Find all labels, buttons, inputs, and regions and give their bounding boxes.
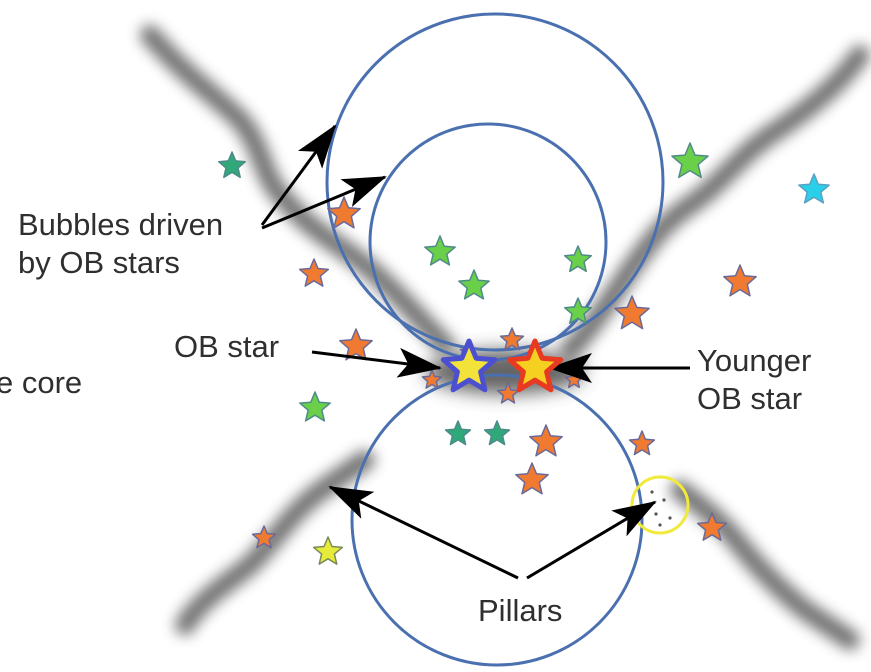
- orange-star: [529, 424, 563, 457]
- filament-bottom-left: [175, 450, 375, 635]
- arrow-pillar-right: [526, 500, 657, 580]
- central-stars: [440, 338, 564, 393]
- green-star: [671, 142, 709, 179]
- green-star: [563, 245, 593, 273]
- bubbles-label-line1: Bubbles driven: [18, 207, 224, 242]
- ob-star: [440, 338, 498, 393]
- arrow-pillar-left: [328, 485, 519, 580]
- cyan-star: [798, 173, 830, 204]
- younger-ob-star-label: Younger OB star: [697, 342, 811, 418]
- core-label: e core: [0, 365, 83, 400]
- orange-star: [723, 264, 757, 297]
- bubble-small: [368, 122, 608, 362]
- orange-star: [696, 512, 728, 541]
- younger-label-line1: Younger: [697, 343, 812, 378]
- orange-star: [515, 462, 549, 495]
- green-star: [458, 269, 490, 300]
- green-star: [217, 151, 247, 179]
- arrow-bubbles-to-small-bubble: [261, 175, 387, 230]
- green-star: [483, 420, 511, 446]
- yellow-star: [312, 536, 344, 565]
- filament-top-right: [560, 45, 870, 360]
- orange-star: [499, 327, 525, 351]
- younger-label-line2: OB star: [697, 381, 803, 416]
- orange-star: [327, 196, 361, 229]
- orange-star: [628, 430, 656, 456]
- orange-star: [614, 295, 650, 330]
- bubbles-label: Bubbles driven by OB stars: [18, 206, 223, 282]
- filament-top-left: [140, 25, 455, 355]
- younger-ob-star: [506, 338, 564, 393]
- bubbles-label-line2: by OB stars: [18, 245, 180, 280]
- green-star: [444, 420, 472, 446]
- stars: [217, 142, 830, 565]
- orange-star: [298, 258, 330, 287]
- green-star: [424, 235, 456, 266]
- orange-star: [339, 328, 373, 361]
- bubble-large: [325, 12, 665, 352]
- ob-star-label: OB star: [174, 329, 280, 364]
- green-star: [563, 297, 593, 325]
- pillars-label: Pillars: [478, 593, 563, 628]
- arrows: [260, 124, 690, 580]
- orange-star: [251, 525, 277, 549]
- arrow-ob-star: [311, 347, 442, 378]
- central-dense-core: [425, 350, 585, 394]
- green-star: [299, 391, 331, 422]
- orange-star: [496, 382, 520, 404]
- filament-bottom-right: [670, 480, 860, 650]
- arrow-bubbles-to-large-bubble: [260, 124, 337, 226]
